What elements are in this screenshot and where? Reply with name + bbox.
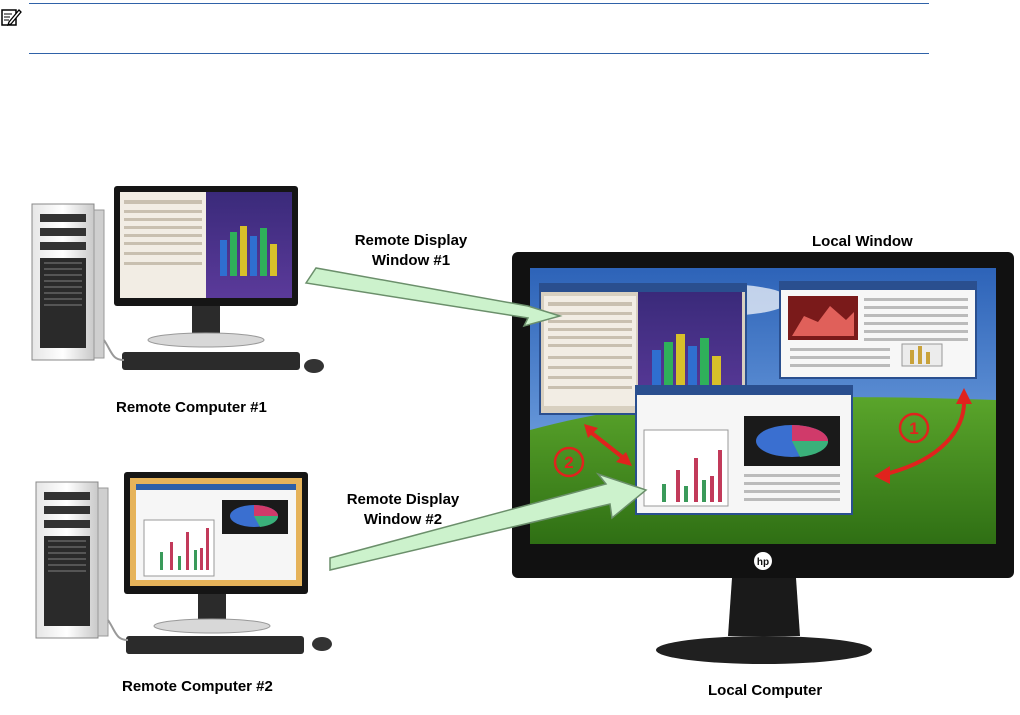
monitor-2-line-chart [144,520,214,576]
label-remote-display-2-line1: Remote Display [328,490,478,510]
remote-computer-2-illustration [36,472,332,654]
embedded-local-window [780,282,976,378]
label-remote-display-1-line1: Remote Display [336,231,486,251]
label-remote-display-2-line2: Window #2 [328,510,478,530]
monitor-2 [124,472,308,633]
marker-2-text: 2 [564,453,573,472]
keyboard-2 [126,636,304,654]
keyboard-1 [122,352,300,370]
marker-1-text: 1 [909,419,918,438]
tower-1 [32,204,104,360]
monitor-1 [114,186,298,347]
label-local-window: Local Window [812,233,913,250]
local-monitor-stand [728,578,800,636]
local-monitor-illustration: hp [512,252,1014,664]
label-remote-display-1-line2: Window #1 [336,251,486,271]
label-remote-computer-2: Remote Computer #2 [122,678,273,695]
mouse-2 [312,637,332,651]
tower-2 [36,482,108,638]
remote-computer-1-illustration [32,186,324,373]
label-local-computer: Local Computer [708,682,822,699]
mouse-1 [304,359,324,373]
label-remote-display-2: Remote Display Window #2 [328,490,478,530]
hp-logo-text: hp [757,557,769,568]
local-monitor-base [656,636,872,664]
label-remote-display-1: Remote Display Window #1 [336,231,486,271]
label-remote-computer-1: Remote Computer #1 [116,399,267,416]
embedded-remote-window-2 [636,386,852,514]
